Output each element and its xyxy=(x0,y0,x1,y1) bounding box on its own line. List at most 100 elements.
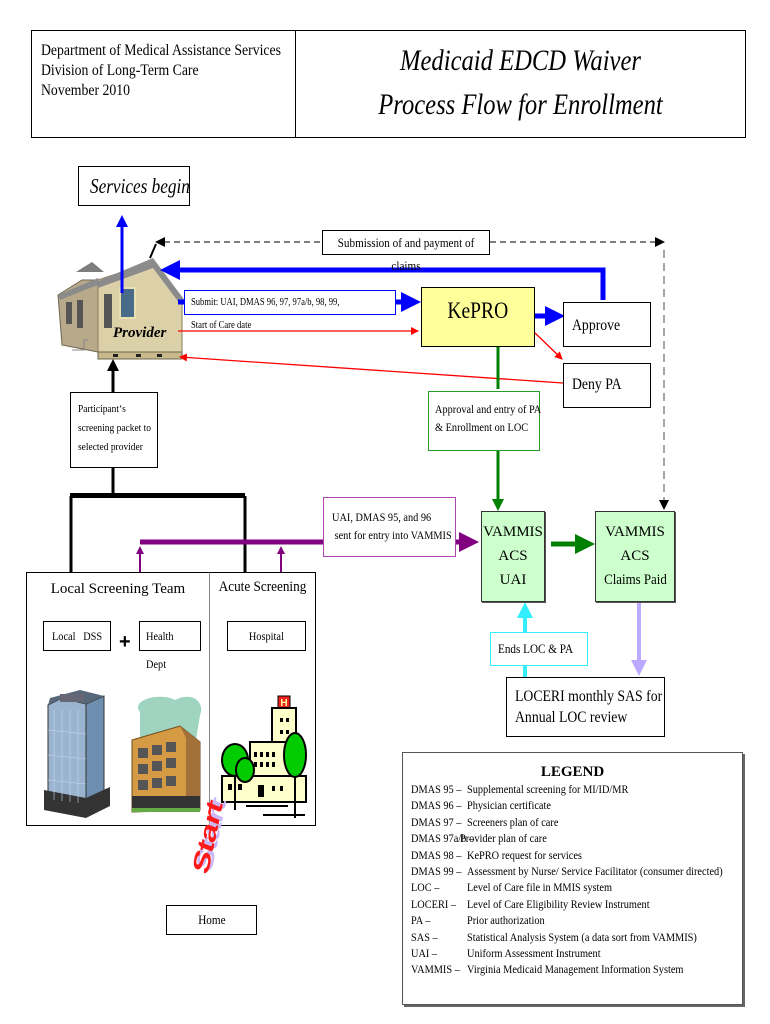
legend-term: DMAS 97a/b – xyxy=(411,831,475,846)
legend-item: DMAS 95 – Supplemental screening for MI/I… xyxy=(403,781,742,797)
title-line-1: Medicaid EDCD Waiver xyxy=(400,44,641,77)
legend-definition: Level of Care Eligibility Review Instrum… xyxy=(467,896,650,911)
home-box: Home xyxy=(166,905,257,935)
legend-definition: Virginia Medicaid Management Information… xyxy=(467,962,684,977)
local-dss-label: Local DSS xyxy=(52,629,103,643)
approval-entry-line-2: & Enrollment on LOC xyxy=(435,420,529,434)
health-dept-label: Health Dept xyxy=(146,629,174,671)
hospital-icon: H xyxy=(221,695,307,818)
submit-label-box: Submit: UAI, DMAS 96, 97, 97a/b, 98, 99,… xyxy=(184,290,396,331)
vammis-claims-line-1: VAMMIS xyxy=(605,524,665,540)
packet-line-2: screening packet to xyxy=(78,422,152,434)
hospital-label: Hospital xyxy=(249,629,284,643)
claims-label: Submission of and payment of claims xyxy=(337,235,475,273)
legend-item: UAI – Uniform Assessment Instrument xyxy=(403,945,742,961)
legend-definition: Provider plan of care xyxy=(460,831,547,846)
arrow-deny-to-provider xyxy=(179,353,564,384)
legend-definition: Statistical Analysis System (a data sort… xyxy=(467,929,697,944)
packet-line-3: selected provider xyxy=(78,441,143,453)
health-dept-building-icon xyxy=(131,696,202,813)
legend-definition: Supplemental screening for MI/ID/MR xyxy=(467,782,629,796)
legend-item: DMAS 99 – Assessment by Nurse/ Service Fa… xyxy=(403,863,742,879)
vammis-uai-box: VAMMIS ACS UAI xyxy=(481,511,545,602)
bracket-bar xyxy=(70,493,245,498)
legend-definition: Screeners plan of care xyxy=(467,814,559,829)
legend-term: PA – xyxy=(411,913,431,928)
legend-definition: Uniform Assessment Instrument xyxy=(467,945,601,960)
legend-term: DMAS 96 – xyxy=(411,798,462,813)
local-dss-box: Local DSS xyxy=(43,621,111,651)
legend-item: DMAS 97 –Screeners plan of care xyxy=(403,814,742,830)
acute-screening-panel: Acute Screening Hospital xyxy=(209,572,316,826)
legend-item: LOC – Level of Care file in MMIS system xyxy=(403,879,742,895)
legend-term: LOCERI – xyxy=(411,896,457,911)
claims-label-box: Submission of and payment of claims xyxy=(322,230,490,273)
loceri-line-1: LOCERI monthly SAS for xyxy=(515,688,663,705)
vammis-claims-line-2: ACS xyxy=(620,548,650,564)
vammis-uai-line-1: VAMMIS xyxy=(483,524,543,540)
legend-definition: Physician certificate xyxy=(467,798,551,813)
uai-sent-line-1: UAI, DMAS 95, and 96 xyxy=(332,510,432,524)
legend-term: VAMMIS – xyxy=(411,962,460,977)
svg-text:H: H xyxy=(280,698,287,709)
legend-definition: Assessment by Nurse/ Service Facilitator… xyxy=(467,863,723,878)
health-dept-box: Health Dept xyxy=(139,621,201,671)
legend-term: UAI – xyxy=(411,945,438,960)
uai-sent-line-2: sent for entry into VAMMIS xyxy=(332,528,452,542)
legend-term: SAS – xyxy=(411,929,438,944)
legend-definition: Prior authorization xyxy=(467,913,545,928)
hospital-box: Hospital xyxy=(227,621,306,651)
vammis-uai-line-2: ACS xyxy=(498,548,528,564)
services-begin-label: Services begin xyxy=(89,174,190,198)
legend-item: SAS – Statistical Analysis System (a data… xyxy=(403,929,742,945)
loceri-box: LOCERI monthly SAS for Annual LOC review xyxy=(506,677,665,737)
deny-pa-box: Deny PA xyxy=(563,363,651,408)
approve-pa-box: Approve PA xyxy=(563,302,651,379)
vammis-claims-box: VAMMIS ACS Claims Paid xyxy=(595,511,675,602)
ends-loc-box: Ends LOC & PA xyxy=(490,632,588,666)
deny-pa-label: Deny PA xyxy=(572,376,622,393)
legend-item: VAMMIS – Virginia Medicaid Management Inf… xyxy=(403,961,742,977)
org-date: November 2010 xyxy=(41,82,131,99)
legend-term: DMAS 95 – xyxy=(411,782,462,796)
org-department: Department of Medical Assistance Service… xyxy=(41,42,281,59)
kepro-box: KePRO xyxy=(421,287,535,347)
org-division: Division of Long-Term Care xyxy=(41,62,199,79)
vammis-claims-line-3: Claims Paid xyxy=(603,572,667,588)
loceri-line-2: Annual LOC review xyxy=(515,709,628,726)
ends-loc-label: Ends LOC & PA xyxy=(498,641,574,656)
legend-definition: KePRO request for services xyxy=(467,847,582,862)
legend-item: DMAS 96 – Physician certificate xyxy=(403,797,742,813)
legend-item: DMAS 97a/b –Provider plan of care xyxy=(403,830,742,846)
approval-entry-box: Approval and entry of PA & Enrollment on… xyxy=(428,391,542,451)
screening-packet-box: Participant‘s screening packet to select… xyxy=(70,392,158,468)
legend-list: DMAS 95 – Supplemental screening for MI/I… xyxy=(403,781,742,978)
packet-line-1: Participant‘s xyxy=(78,403,126,415)
provider-house-icon xyxy=(57,258,186,360)
dashed-arrow-head-provider xyxy=(149,243,157,259)
legend-item: LOCERI – Level of Care Eligibility Review… xyxy=(403,896,742,912)
vammis-uai-line-3: UAI xyxy=(499,572,527,588)
approval-entry-line-1: Approval and entry of PA xyxy=(435,402,542,416)
office-tower-icon xyxy=(44,690,110,818)
kepro-label: KePRO xyxy=(447,298,509,323)
legend-box: LEGEND DMAS 95 – Supplemental screening f… xyxy=(402,752,743,1005)
arrow-approve-to-provider xyxy=(160,260,606,300)
legend-item: PA – Prior authorization xyxy=(403,912,742,928)
plus-sign: + xyxy=(119,631,131,653)
local-screening-team-panel: Local Screening Team Local DSS + Health … xyxy=(26,572,210,826)
home-label: Home xyxy=(197,912,226,927)
organization-block: Department of Medical Assistance Service… xyxy=(32,31,296,137)
legend-term: LOC – xyxy=(411,880,440,895)
uai-sent-box: UAI, DMAS 95, and 96 sent for entry into… xyxy=(323,497,456,557)
legend-item: DMAS 98 – KePRO request for services xyxy=(403,847,742,863)
legend-definition: Level of Care file in MMIS system xyxy=(467,880,613,895)
legend-term: DMAS 99 – xyxy=(411,863,462,878)
title-line-2: Process Flow for Enrollment xyxy=(378,88,663,121)
provider-label: Provider xyxy=(113,325,167,341)
page-title: Medicaid EDCD Waiver Process Flow for En… xyxy=(296,31,745,145)
legend-title: LEGEND xyxy=(540,764,605,780)
arrow-kepro-to-deny xyxy=(533,331,563,360)
legend-term: DMAS 98 – xyxy=(411,847,462,862)
acute-title: Acute Screening xyxy=(218,579,307,595)
